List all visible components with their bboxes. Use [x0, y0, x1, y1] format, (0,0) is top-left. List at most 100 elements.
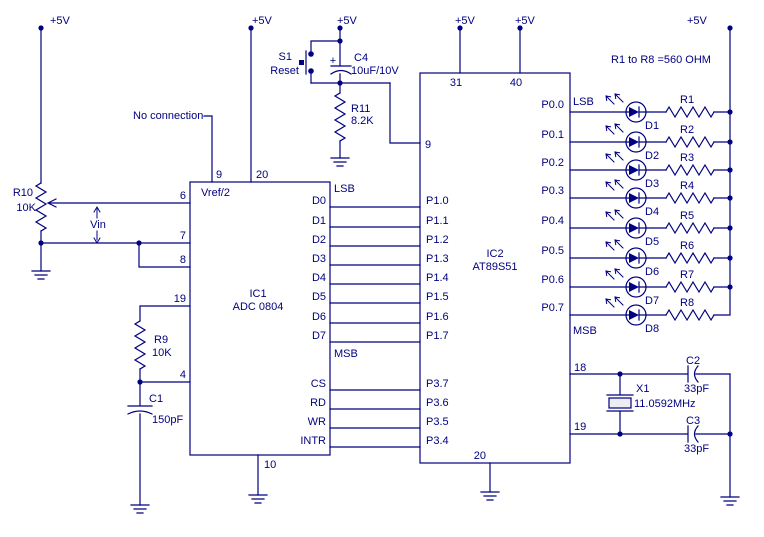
led-d8 — [605, 296, 647, 326]
ic2-p3-4: P3.4 — [426, 435, 449, 447]
resistor-r4 — [665, 192, 715, 204]
led-d4 — [605, 179, 647, 209]
resistor-note: R1 to R8 =560 OHM — [611, 54, 711, 66]
ic2-p0-2: P0.2 — [541, 157, 564, 169]
reset-switch — [299, 51, 314, 74]
c1-value: 150pF — [152, 414, 183, 426]
d2-ref: D2 — [645, 150, 659, 162]
ic1-pin7: 7 — [180, 230, 186, 242]
ic1-d3: D3 — [312, 253, 326, 265]
vcc-label-left: +5V — [50, 15, 71, 27]
ic1-d1: D1 — [312, 215, 326, 227]
reset-circuit: +5V S1 Reset + C4 10uF/10V R11 8.2K — [270, 15, 421, 167]
ic2-p3-5: P3.5 — [426, 416, 449, 428]
ic2-p0-3: P0.3 — [541, 185, 564, 197]
crystal-x1: X1 11.0592MHz — [606, 373, 696, 435]
d3-ref: D3 — [645, 178, 659, 190]
resistor-r1 — [665, 106, 715, 118]
ic2-pin9: 9 — [425, 139, 431, 151]
ic1-body — [189, 181, 331, 456]
pot-wiper-arrow — [47, 198, 191, 208]
ic2-at89s51: IC2 AT89S51 +5V 31 +5V 40 9 P1.0 P1.1 P1… — [419, 15, 597, 501]
ic1-pin8: 8 — [180, 254, 186, 266]
ic2-msb: MSB — [573, 325, 597, 337]
ic1-msb: MSB — [334, 348, 358, 360]
ground-ic2 — [480, 491, 500, 501]
s1-label: Reset — [270, 65, 299, 77]
ic1-pin9-number: 9 — [216, 169, 222, 181]
ic1-pin6: 6 — [180, 190, 186, 202]
ic1-pin4: 4 — [180, 369, 186, 381]
vcc-label-pin40: +5V — [515, 15, 536, 27]
r8-ref: R8 — [680, 297, 694, 309]
crystal-circuit: C2 33pF X1 11.0592MHz C3 33pF — [569, 355, 740, 506]
d1-ref: D1 — [645, 120, 659, 132]
ic2-p0-5: P0.5 — [541, 245, 564, 257]
input-pot-circuit: +5V R10 10K Vin — [13, 15, 191, 280]
resistor-r3 — [665, 164, 715, 176]
switch-actuator — [299, 60, 304, 65]
r4-ref: R4 — [680, 180, 694, 192]
vcc-rail — [713, 27, 731, 316]
ic1-lsb: LSB — [334, 183, 355, 195]
r6-ref: R6 — [680, 240, 694, 252]
ground-crystal — [720, 496, 740, 506]
ic1-d0: D0 — [312, 195, 326, 207]
ic2-p1-0: P1.0 — [426, 195, 449, 207]
led-array: R1 to R8 =560 OHM +5V D1 R1 D2 R2 — [569, 15, 733, 335]
c3-value: 33pF — [684, 443, 709, 455]
r3-ref: R3 — [680, 152, 694, 164]
ground-r11 — [330, 157, 350, 167]
led-d5 — [605, 209, 647, 239]
led-row-3: D3 R3 — [569, 151, 733, 190]
ic1-pin20-number: 20 — [256, 169, 268, 181]
ic2-p0-0: P0.0 — [541, 99, 564, 111]
vin-label: Vin — [90, 219, 106, 231]
no-connection-net: No connection 9 — [133, 110, 222, 183]
ic2-p1-2: P1.2 — [426, 234, 449, 246]
led-d6 — [605, 239, 647, 269]
led-row-8: D8 R8 — [569, 296, 715, 335]
ic2-p1-3: P1.3 — [426, 253, 449, 265]
ic2-pin20: 20 — [474, 450, 486, 462]
d7-ref: D7 — [645, 295, 659, 307]
resistor-r5 — [665, 222, 715, 234]
ic1-wr: WR — [308, 416, 326, 428]
r11-value: 8.2K — [351, 115, 374, 127]
ground-ic1 — [248, 494, 268, 504]
c2-value: 33pF — [684, 383, 709, 395]
ic1-d4: D4 — [312, 272, 326, 284]
ic2-body — [419, 72, 571, 464]
resistor-r7 — [665, 281, 715, 293]
c4-ref: C4 — [354, 52, 368, 64]
ic2-p0-1: P0.1 — [541, 129, 564, 141]
ground-c1 — [130, 504, 150, 514]
vin-annotation: Vin — [90, 206, 106, 244]
ic2-p0-7: P0.7 — [541, 302, 564, 314]
ic1-d2: D2 — [312, 234, 326, 246]
adc-clock-rc: R9 10K C1 150pF — [127, 305, 191, 514]
ic2-p1-7: P1.7 — [426, 330, 449, 342]
led-row-1: D1 R1 — [569, 93, 733, 132]
led-row-4: D4 R4 — [569, 179, 733, 218]
ground-pot — [31, 270, 51, 280]
c2-ref: C2 — [686, 355, 700, 367]
c4-plus-sign: + — [330, 55, 336, 67]
x1-ref: X1 — [636, 383, 649, 395]
no-connection-label: No connection — [133, 110, 203, 122]
ic1-pin19: 19 — [174, 293, 186, 305]
ic2-pin31: 31 — [450, 77, 462, 89]
r5-ref: R5 — [680, 210, 694, 222]
data-bus-wires — [329, 206, 421, 343]
ic2-pin40: 40 — [510, 77, 522, 89]
ic1-adc0804: Vref/2 IC1 ADC 0804 6 7 8 19 4 D0 D1 D2 … — [174, 181, 358, 504]
potentiometer-r10 — [35, 182, 47, 232]
resistor-r6 — [665, 252, 715, 264]
d4-ref: D4 — [645, 206, 659, 218]
ic1-d6: D6 — [312, 311, 326, 323]
d8-ref: D8 — [645, 323, 659, 335]
d6-ref: D6 — [645, 266, 659, 278]
led-d1 — [605, 93, 647, 123]
ic2-p1-5: P1.5 — [426, 291, 449, 303]
